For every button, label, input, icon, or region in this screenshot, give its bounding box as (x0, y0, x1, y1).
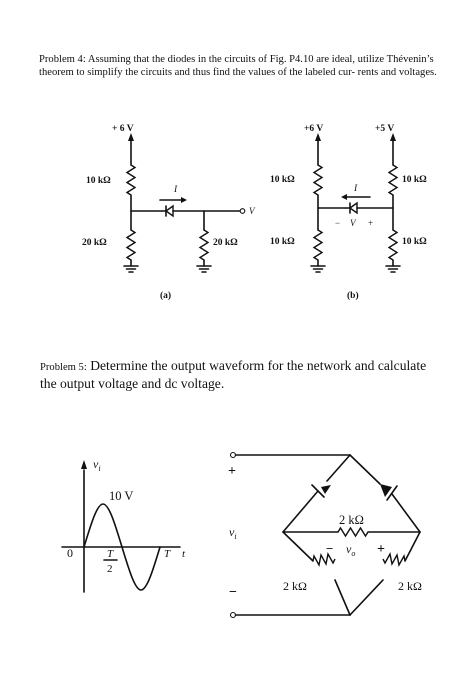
problem-4-text: Assuming that the diodes in the circuits… (39, 54, 437, 78)
circuit-a-bottom-right-resistor-label: 20 kΩ (213, 238, 238, 248)
circuit-a: + 6 V 10 kΩ 20 kΩ V I 20 kΩ (82, 124, 256, 301)
circuit-b: +6 V 10 kΩ 10 kΩ +5 V 10 kΩ 10 kΩ (270, 124, 427, 301)
circuit-b-current-label: I (353, 184, 358, 194)
waveform-time-label: t (182, 548, 186, 560)
circuit-a-output-terminal (239, 208, 246, 214)
bridge-output-label: vo (346, 542, 355, 558)
waveform-axis-label: vi (93, 457, 101, 473)
circuit-b-right-supply-label: +5 V (375, 124, 394, 134)
waveform-half-period-denominator: 2 (107, 563, 113, 575)
waveform-axis-arrow (81, 460, 87, 469)
circuit-b-top-left-resistor-label: 10 kΩ (270, 175, 295, 185)
circuit-a-diode (164, 204, 174, 218)
circuit-b-top-left-resistor (312, 164, 324, 196)
circuit-b-bottom-left-resistor (312, 229, 324, 261)
bridge-left-resistor-label: 2 kΩ (283, 579, 307, 593)
circuit-b-caption: (b) (347, 290, 359, 301)
circuit-a-bottom-left-resistor-label: 20 kΩ (82, 238, 107, 248)
circuit-b-right-supply-arrow (390, 133, 396, 141)
circuit-a-supply-arrow (128, 133, 134, 141)
problem-5-label: Problem 5: (40, 362, 87, 373)
circuit-b-bottom-left-resistor-label: 10 kΩ (270, 237, 295, 247)
circuit-b-current-arrow (341, 194, 347, 200)
bridge-right-resistor-label: 2 kΩ (398, 579, 422, 593)
input-waveform: vi 10 V 0 T 2 T t (61, 457, 186, 593)
circuit-b-voltage-plus: + (368, 218, 373, 228)
circuit-a-current-arrow (181, 197, 187, 203)
circuit-b-bottom-right-resistor-label: 10 kΩ (402, 237, 427, 247)
circuit-a-current-label: I (173, 185, 178, 195)
bridge-output-minus: − (326, 541, 333, 556)
bridge-right-resistor (382, 551, 406, 568)
problem-5-statement: Problem 5: Determine the output waveform… (40, 358, 440, 391)
ground-icon (123, 265, 139, 273)
circuit-a-voltage-label: V (249, 206, 256, 216)
bridge-output-resistor-label: 2 kΩ (339, 513, 364, 527)
circuit-b-top-right-resistor-label: 10 kΩ (402, 175, 427, 185)
waveform-sine-curve (83, 503, 161, 591)
circuit-b-voltage-label: V (350, 218, 357, 228)
ground-icon (310, 265, 326, 273)
bridge-rectifier: + vi − 2 kΩ − vo + 2 kΩ (228, 451, 422, 619)
waveform-amplitude-label: 10 V (109, 489, 133, 503)
bridge-output-resistor (337, 526, 369, 538)
circuit-b-diode (348, 201, 358, 215)
circuit-a-top-resistor-label: 10 kΩ (86, 176, 111, 186)
circuit-b-left-supply-label: +6 V (304, 124, 323, 134)
bridge-left-resistor (312, 551, 336, 568)
bridge-input-plus: + (228, 464, 236, 479)
circuit-a-bottom-right-resistor (198, 229, 210, 261)
problem-4-statement: Problem 4: Assuming that the diodes in t… (39, 53, 439, 79)
ground-icon (385, 265, 401, 273)
circuit-b-left-supply-arrow (315, 133, 321, 141)
circuit-b-voltage-minus: − (335, 218, 340, 228)
bridge-right-diode (380, 484, 398, 501)
problem-5-text: Determine the output waveform for the ne… (40, 358, 427, 391)
bridge-input-label: vi (229, 525, 237, 541)
circuit-a-top-resistor (125, 164, 137, 196)
circuit-b-bottom-right-resistor (387, 229, 399, 261)
ground-icon (196, 265, 212, 273)
bridge-output-plus: + (377, 542, 385, 557)
waveform-origin-label: 0 (67, 546, 73, 560)
problem-4-label: Problem 4: (39, 54, 86, 65)
circuit-a-caption: (a) (160, 290, 171, 301)
waveform-period-label: T (164, 548, 171, 560)
circuit-a-bottom-left-resistor (125, 229, 137, 261)
bridge-input-minus: − (229, 585, 237, 600)
circuit-a-supply-label: + 6 V (112, 124, 134, 134)
waveform-half-period-numerator: T (107, 548, 114, 560)
circuit-b-top-right-resistor (387, 164, 399, 196)
